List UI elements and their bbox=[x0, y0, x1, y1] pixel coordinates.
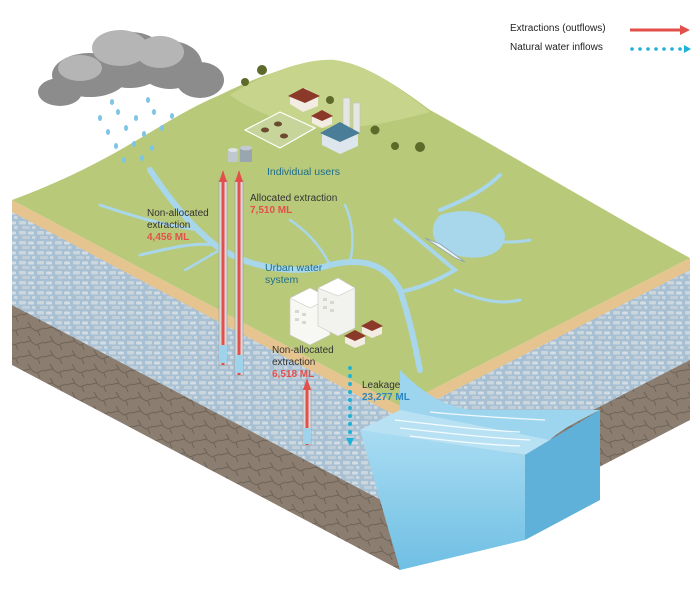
extraction-well-right bbox=[234, 170, 244, 376]
label-individual-users: Individual users bbox=[267, 166, 340, 178]
urban-buildings bbox=[289, 277, 383, 348]
legend-natural-inflows: Natural water inflows bbox=[510, 42, 603, 53]
legend-extraction-symbol bbox=[630, 25, 690, 35]
leakage-inflow bbox=[346, 366, 354, 446]
paddock bbox=[243, 111, 317, 149]
extraction-well-left bbox=[218, 170, 228, 366]
dam bbox=[424, 237, 466, 263]
ocean-block bbox=[360, 370, 600, 570]
label-non-allocated-urban: Non-allocated extraction 6,518 ML bbox=[272, 345, 334, 380]
value-non-allocated-urban: 6,518 ML bbox=[272, 369, 315, 380]
label-urban-water-system: Urban water system bbox=[265, 262, 323, 286]
river-network bbox=[98, 167, 532, 373]
value-non-allocated-left: 4,456 ML bbox=[147, 232, 190, 243]
legend-extractions: Extractions (outflows) bbox=[510, 23, 606, 34]
legend-inflow-symbol bbox=[630, 45, 691, 53]
value-leakage: 23,277 ML bbox=[362, 392, 410, 403]
label-leakage: Leakage 23,277 ML bbox=[362, 380, 410, 403]
land-surface bbox=[12, 59, 690, 406]
extraction-well-urban bbox=[302, 378, 312, 446]
trees bbox=[241, 65, 425, 152]
power-station bbox=[320, 97, 361, 154]
rain-cloud bbox=[38, 30, 224, 106]
rain-drops bbox=[98, 97, 174, 163]
soil-layer bbox=[12, 200, 690, 418]
lake bbox=[432, 211, 505, 258]
label-allocated-extraction: Allocated extraction 7,510 ML bbox=[250, 193, 338, 216]
value-allocated-extraction: 7,510 ML bbox=[250, 205, 293, 216]
label-non-allocated-left: Non-allocated extraction 4,456 ML bbox=[147, 208, 209, 243]
water-tanks bbox=[228, 145, 252, 162]
farm-buildings bbox=[288, 88, 333, 128]
